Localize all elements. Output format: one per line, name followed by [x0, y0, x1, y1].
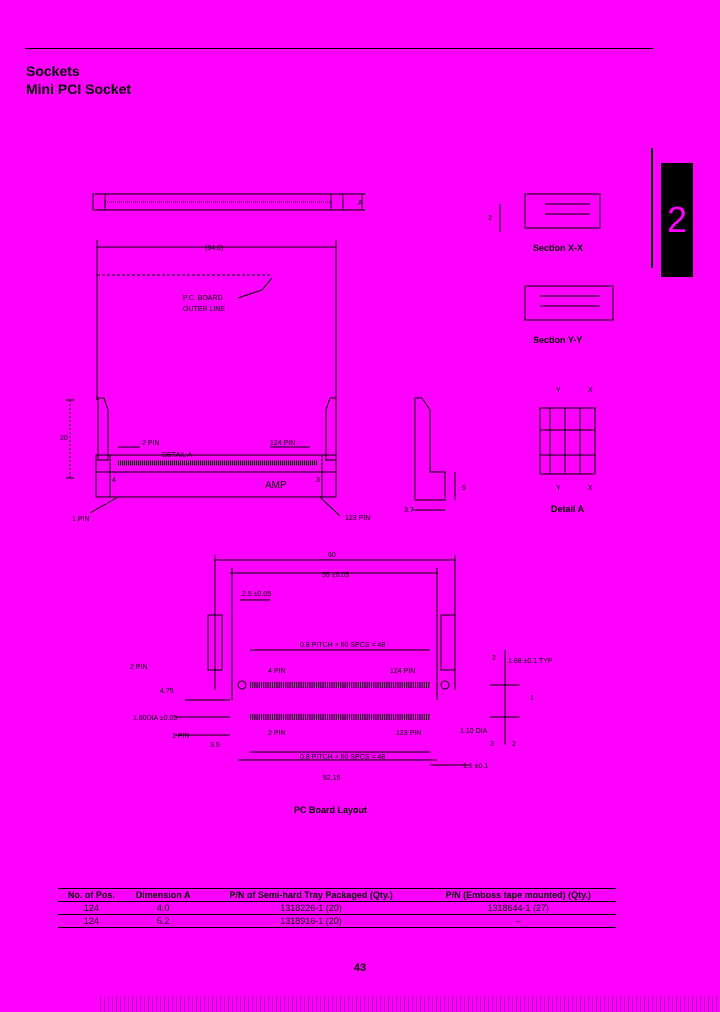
layout-caption: PC Board Layout: [294, 805, 367, 815]
table-cell: 1318226-1 (20): [201, 901, 421, 915]
pin123-label: 123 PIN: [345, 515, 370, 522]
detail-a-ref: DETAIL A: [162, 452, 192, 459]
table-row: 124 4.0 1318226-1 (20) 1318644-1 (27): [58, 901, 616, 915]
chapter-tab: 2: [661, 163, 693, 277]
layout-124pin-label: 124 PIN: [390, 668, 415, 675]
part-number-table: No. of Pos. Dimension A P/N of Semi-hard…: [58, 888, 616, 928]
layout-1-label: 1: [530, 695, 534, 702]
col-header: P/N of Semi-hard Tray Packaged (Qty.): [201, 888, 421, 902]
detail-a-caption: Detail A: [551, 504, 585, 514]
layout-4pin-label: 4 PIN: [268, 668, 286, 675]
layout-11-label: 1.1 ±0.1: [463, 763, 488, 770]
pin3-label: 3: [316, 477, 320, 484]
layout-1pin-label: 1 PIN: [172, 733, 190, 740]
col-header: Dimension A: [124, 888, 202, 902]
top-rule: [25, 48, 653, 49]
connector-front-view: [95, 454, 337, 498]
section-xx-caption: Section X-X: [533, 243, 583, 253]
dim-a-label: A: [358, 200, 363, 207]
section-category: Sockets: [26, 63, 80, 79]
detail-y-top: Y: [556, 387, 561, 394]
section-xx-drawing: [524, 193, 601, 229]
layout-2pin-label: 2 PIN: [130, 664, 148, 671]
pitch-top-label: 0.8 PITCH × 60 SPCS = 48: [300, 642, 385, 649]
outer-line-label-2: OUTER LINE: [183, 306, 225, 313]
layout-5215-label: 52.15: [323, 775, 341, 782]
pitch-bottom-label: 0.8 PITCH × 60 SPCS = 48: [300, 754, 385, 761]
scan-noise: [100, 996, 720, 1012]
layout-3-label: 3: [490, 741, 494, 748]
layout-123pin-label: 123 PIN: [396, 730, 421, 737]
detail-y-bottom: Y: [556, 485, 561, 492]
detail-x-top: X: [588, 387, 593, 394]
side-rule: [651, 148, 653, 268]
layout-2pin-b-label: 2 PIN: [268, 730, 286, 737]
table-cell: –: [420, 914, 616, 928]
top-width-label: (84.6): [205, 245, 223, 252]
detail-x-bottom: X: [588, 485, 593, 492]
table-row: 124 5.2 1318916-1 (20) –: [58, 914, 616, 928]
table-cell: 124: [58, 901, 125, 915]
connector-side-view: [414, 397, 446, 501]
detail-a-drawing: [539, 407, 596, 475]
layout-160dia-label: 1.60DIA ±0.05: [133, 715, 177, 722]
layout-475-label: 4.75: [160, 688, 174, 695]
page-title: Mini PCI Socket: [26, 81, 132, 97]
pin4-label: 4: [112, 477, 116, 484]
amp-mark: AMP: [265, 480, 287, 491]
layout-2b-label: 2: [512, 741, 516, 748]
layout-35-label: 3.5: [210, 742, 220, 749]
table-cell: 4.0: [124, 901, 202, 915]
side-width-label: 3.7: [404, 507, 414, 514]
section-yy-caption: Section Y-Y: [533, 335, 582, 345]
col-header: P/N (Emboss tape mounted) (Qty.): [420, 888, 616, 902]
table-cell: 1318644-1 (27): [420, 901, 616, 915]
section-yy-drawing: [524, 285, 614, 321]
page-number: 43: [353, 962, 367, 974]
section-dim-label: 2: [488, 215, 492, 222]
table-cell: 1318916-1 (20): [201, 914, 421, 928]
table-cell: 5.2: [124, 914, 202, 928]
pin2-label: 2 PIN: [142, 440, 160, 447]
pin1-label: 1 PIN: [72, 516, 90, 523]
table-header-row: No. of Pos. Dimension A P/N of Semi-hard…: [58, 888, 616, 902]
pin124-label: 124 PIN: [270, 440, 295, 447]
outer-line-label-1: P.C. BOARD: [183, 295, 223, 302]
table-cell: 124: [58, 914, 125, 928]
col-header: No. of Pos.: [58, 888, 125, 902]
layout-2-label: 2: [492, 655, 496, 662]
layout-dim-55: 55 ±0.05: [322, 572, 349, 579]
layout-110dia-label: 1.10 DIA: [460, 728, 488, 735]
layout-dim-60: 60: [328, 552, 336, 559]
side-height-label: 5: [462, 485, 466, 492]
layout-168typ-label: 1.68 ±0.1 TYP: [508, 658, 553, 665]
height-label: 20: [60, 435, 68, 442]
layout-dim-25: 2.5 ±0.05: [242, 591, 271, 598]
